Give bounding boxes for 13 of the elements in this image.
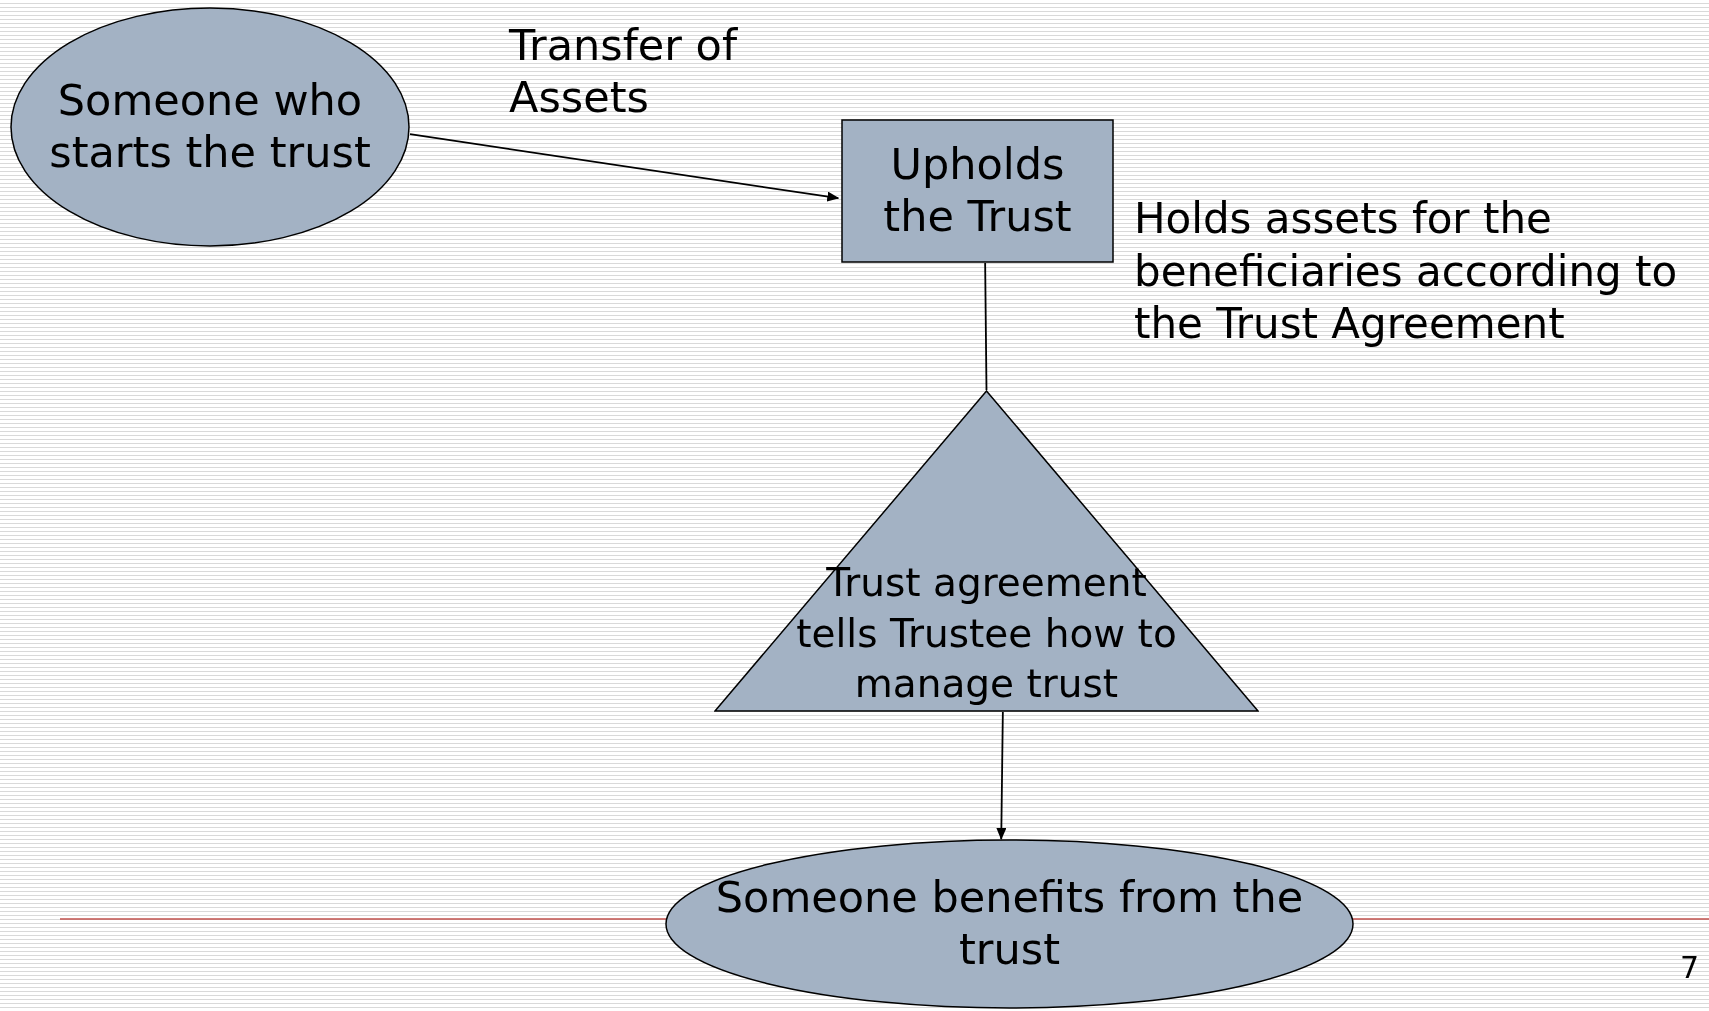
arrow — [996, 711, 1007, 840]
connector-line — [984, 262, 988, 391]
page-number: 7 — [1680, 949, 1700, 987]
node-label: Trust agreement tells Trustee how to manage trust — [795, 558, 1178, 709]
ellipse-node — [665, 839, 1354, 1009]
arrow — [409, 133, 840, 202]
node-label: Upholds the Trust — [882, 139, 1073, 243]
node-label: Someone who starts the trust — [48, 75, 372, 179]
triangle-node — [714, 390, 1259, 712]
node-note: Holds assets for the beneficiaries according to the Trust Agreement — [1134, 193, 1679, 350]
node-label: Someone benefits from the trust — [714, 872, 1305, 976]
ellipse-node — [10, 7, 410, 247]
edge-label: Transfer of Assets — [509, 20, 739, 124]
